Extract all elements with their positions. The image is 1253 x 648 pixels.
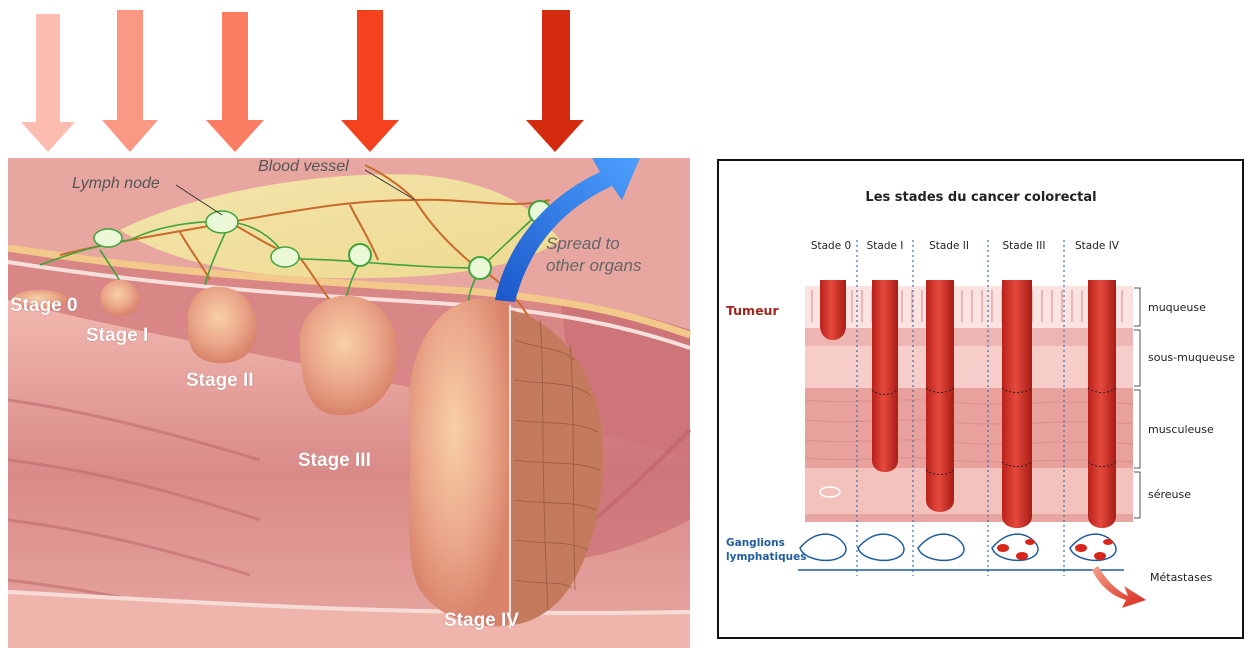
label-stage-3: Stage III (298, 450, 371, 471)
label-stage-2: Stage II (186, 370, 254, 391)
layer-sous-muqueuse: sous-muqueuse (1148, 351, 1235, 364)
stage-arrow-3 (341, 10, 399, 152)
layer-muqueuse: muqueuse (1148, 301, 1206, 314)
label-metastases: Métastases (1150, 571, 1213, 584)
label-spread-line1: Spread to (546, 234, 620, 253)
colorectal-stages-panel: Les stades du cancer colorectal (718, 160, 1243, 638)
stage-arrow-2 (206, 12, 264, 152)
layer-musculeuse: musculeuse (1148, 423, 1214, 436)
label-tumeur: Tumeur (726, 303, 779, 318)
label-spread-line2: other organs (546, 256, 642, 275)
label-stage-1: Stage I (86, 325, 148, 346)
panel-title: Les stades du cancer colorectal (865, 190, 1096, 205)
layer-sereuse: séreuse (1148, 488, 1191, 501)
label-blood-vessel: Blood vessel (258, 158, 349, 175)
label-stage-0: Stage 0 (10, 295, 78, 316)
colon-illustration: Lymph node Blood vessel Spread to other … (8, 158, 690, 648)
stage-arrow-4 (526, 10, 584, 152)
label-ganglions-line1: Ganglions (726, 537, 785, 549)
stage-arrow-0 (21, 14, 75, 152)
stage-header-1: Stade I (867, 240, 904, 252)
stage-header-4: Stade IV (1075, 240, 1120, 252)
stage-arrows (21, 10, 584, 152)
stage-header-0: Stade 0 (811, 240, 851, 252)
label-lymph-node: Lymph node (72, 175, 160, 192)
stage-header-3: Stade III (1003, 240, 1046, 252)
stage-arrow-1 (102, 10, 158, 152)
label-ganglions-line2: lymphatiques (726, 551, 806, 563)
label-stage-4: Stage IV (444, 610, 519, 631)
stage-header-2: Stade II (929, 240, 969, 252)
